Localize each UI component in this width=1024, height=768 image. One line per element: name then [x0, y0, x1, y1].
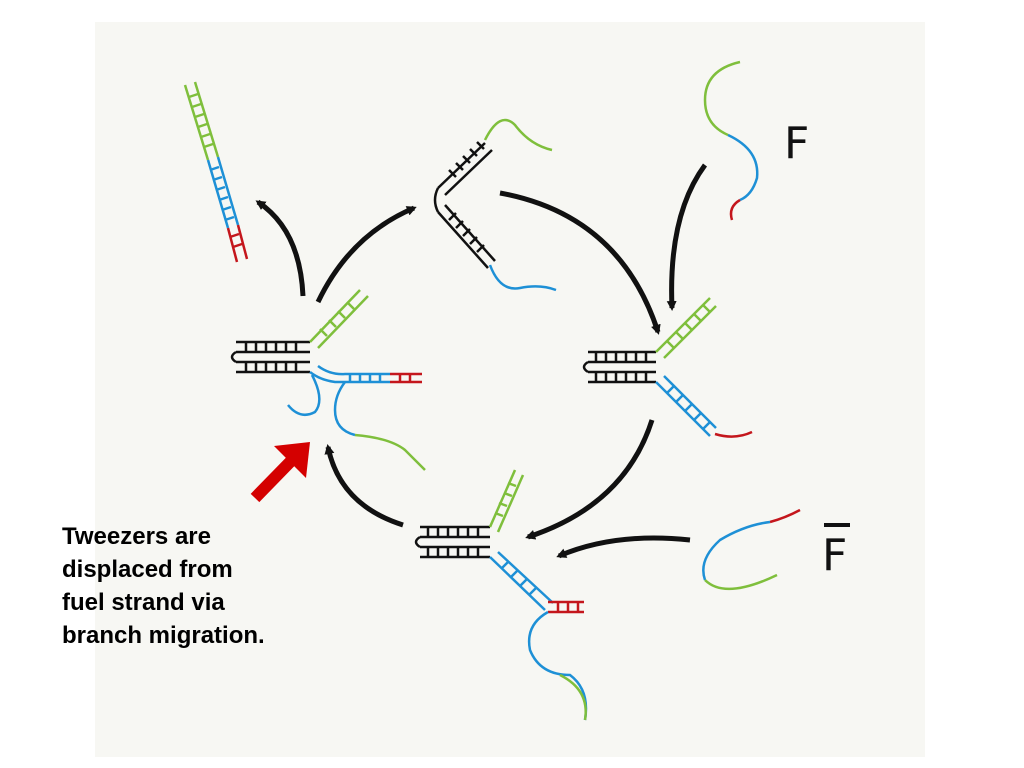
arrow-release-duplex: [255, 199, 306, 297]
released-duplex-red: [226, 224, 249, 263]
arrow-open-tweezers: [315, 205, 417, 304]
arrow-to-left: [324, 444, 404, 528]
pointer-arrow: [250, 442, 310, 503]
cycle-arrows: [255, 163, 708, 559]
arrow-to-bottom: [525, 419, 655, 540]
released-duplex: [183, 81, 249, 263]
caption-line: branch migration.: [62, 622, 265, 649]
anti-fuel-label: F: [822, 530, 848, 581]
open-tweezers-arms: [433, 141, 496, 269]
arrow-anti-fuel-in: [556, 535, 691, 559]
released-duplex-blue: [206, 156, 240, 229]
released-duplex-green: [183, 81, 220, 161]
caption-line: fuel strand via: [62, 589, 225, 616]
caption: Tweezers are displaced from fuel strand …: [62, 520, 265, 652]
closed-tweezers-right: [582, 297, 753, 438]
open-tweezers-green-tail: [483, 118, 553, 152]
caption-line: displaced from: [62, 556, 233, 583]
diagram-panel: [95, 22, 925, 757]
arrow-fuel-binding: [499, 190, 661, 335]
open-tweezers: [433, 118, 557, 292]
complex-left: [230, 289, 426, 471]
complex-bottom: [414, 469, 588, 721]
fuel-strand: [703, 60, 759, 221]
open-tweezers-blue-tail: [488, 264, 557, 292]
anti-fuel-strand: [702, 508, 801, 591]
fuel-label: F: [784, 118, 810, 169]
arrow-fuel-in: [666, 163, 708, 311]
anti-fuel-overbar: [824, 523, 850, 527]
caption-line: Tweezers are: [62, 523, 211, 550]
